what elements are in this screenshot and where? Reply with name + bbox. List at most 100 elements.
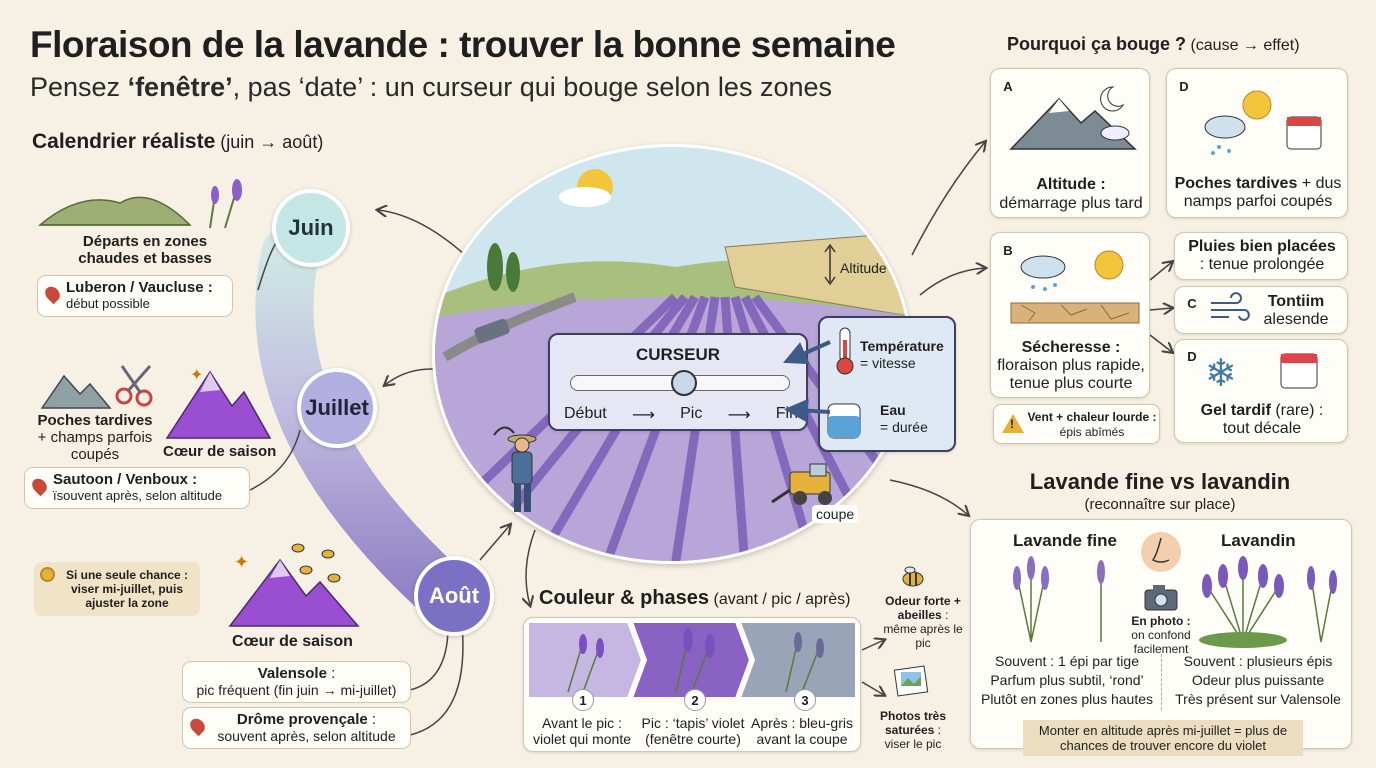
- aout-place1-sep: :: [326, 665, 336, 682]
- phase-3-text: Après : bleu-gris avant la coupe: [744, 715, 860, 747]
- phase-1-number: 1: [572, 689, 594, 711]
- rain-text: Pluies bien placées : tenue prolongée: [1175, 238, 1349, 274]
- juillet-note: ïsouvent après, selon altitude: [53, 488, 223, 503]
- temp-text: = vitesse: [860, 355, 916, 371]
- water-text: = durée: [880, 419, 928, 435]
- phase-1-text: Avant le pic : violet qui monte: [526, 715, 638, 747]
- photo-compare-text: En photo : on confond facilement: [1123, 614, 1199, 656]
- water-tank-icon: [827, 403, 861, 439]
- purple-mountain-icon: ✦: [165, 367, 272, 439]
- juillet-left-strong: Poches tardives: [37, 412, 153, 429]
- arrow-right-icon: ⟶: [727, 407, 751, 424]
- calendar-title: Calendrier réaliste (juin → août): [32, 130, 323, 154]
- cause-b-title: Sécheresse :: [1021, 339, 1121, 356]
- juillet-right-caption: Cœur de saison: [163, 443, 277, 460]
- cursor-handle[interactable]: [671, 370, 698, 396]
- weather-calendar-icon: [1204, 90, 1322, 155]
- phase-2-number: 2: [684, 689, 706, 711]
- cause-a-card: A Altitude : démarrage plus tard: [990, 68, 1150, 218]
- arrow-right-icon: ⟶: [631, 407, 655, 424]
- badge-d1: D: [1179, 78, 1189, 94]
- calendar-title-strong: Calendrier réaliste: [32, 130, 216, 153]
- lavender-sprig-icon: [209, 179, 242, 229]
- why-subtitle: (cause → effet): [1186, 37, 1300, 54]
- thermometer-icon: [836, 327, 854, 375]
- juin-caption: Départs en zones chaudes et basses: [78, 233, 212, 267]
- lavande-fine-icon: [1013, 556, 1105, 643]
- month-aout: Août: [414, 556, 494, 636]
- juin-place: Luberon / Vaucluse :: [66, 279, 213, 296]
- cause-a-text: Altitude : démarrage plus tard: [991, 175, 1151, 213]
- mountain-moon-icon: [1009, 86, 1137, 150]
- phase-2-line1: Pic : ‘tapis’ violet: [641, 715, 745, 731]
- aout-note2: souvent après, selon altitude: [217, 728, 396, 744]
- nose-icon: [1141, 532, 1181, 572]
- warning-text: Vent + chaleur lourde : épis abîmés: [1026, 410, 1158, 440]
- phase-2-text: Pic : ‘tapis’ violet (fenêtre courte): [632, 715, 754, 747]
- juillet-place: Sautoon / Venboux :: [53, 471, 198, 488]
- harvester-icon: [771, 463, 832, 505]
- fine-title: Lavande fine: [1013, 531, 1117, 550]
- hills-icon: [37, 196, 192, 226]
- mountain-icon: [40, 374, 112, 409]
- warning-title: Vent + chaleur lourde :: [1027, 410, 1157, 424]
- fine-line-2: Parfum plus subtil, ‘rond’: [990, 672, 1144, 688]
- farmer-icon: [493, 426, 537, 512]
- phases-title: Couleur & phases (avant / pic / après): [539, 587, 850, 610]
- cursor-label-pic: Pic: [680, 405, 703, 422]
- scissors-icon: [115, 365, 153, 407]
- why-title: Pourquoi ça bouge ? (cause → effet): [1007, 34, 1300, 55]
- cause-d2-text: Gel tardif (rare) : tout décale: [1175, 402, 1349, 438]
- cause-c-title: Tontiim: [1267, 293, 1325, 310]
- temp-title: Température: [860, 338, 944, 354]
- why-title-strong: Pourquoi ça bouge ?: [1007, 34, 1186, 54]
- cause-d2-desc: (rare) :: [1270, 402, 1324, 419]
- cause-c-card: C Tontiim alesende: [1174, 286, 1348, 334]
- photo-note-text: : viser le pic: [884, 723, 942, 751]
- photo-note: Photos très saturées : viser le pic: [874, 709, 952, 751]
- phase-3-line2: avant la coupe: [756, 731, 848, 747]
- month-juillet: Juillet: [297, 368, 377, 448]
- photo-note-strong: Photos très saturées: [879, 709, 946, 737]
- factors-panel: Température = vitesse Eau = durée: [818, 316, 956, 452]
- altitude-label: Altitude: [840, 260, 887, 276]
- svg-text:✦: ✦: [190, 367, 203, 384]
- phase-arrows: [527, 621, 857, 699]
- bees-note-text: : même après le pic: [883, 608, 963, 650]
- cause-a-title: Altitude :: [1036, 176, 1106, 193]
- cause-c-text: Tontiim alesende: [1251, 293, 1341, 329]
- page-title: Floraison de la lavande : trouver la bon…: [30, 24, 896, 65]
- cause-d2-desc2: tout décale: [1222, 420, 1302, 437]
- lavandin-line-2: Odeur plus puissante: [1191, 672, 1325, 688]
- cause-d1-title: Poches tardives: [1174, 175, 1298, 192]
- aout-place2: Drôme provençale: [236, 711, 368, 728]
- cause-d1-text: Poches tardives + dus namps parfoi coupé…: [1171, 175, 1345, 211]
- lavandin-title: Lavandin: [1221, 531, 1296, 550]
- photo-icon: [893, 665, 929, 697]
- tip-text: Si une seule chance : viser mi-juillet, …: [65, 568, 189, 610]
- badge-d2: D: [1187, 348, 1197, 364]
- compare-divider: [1161, 654, 1162, 710]
- aout-place1-line: Valensole :: [189, 666, 404, 682]
- coupe-label: coupe: [812, 505, 859, 523]
- camera-icon: [1144, 585, 1178, 611]
- water-label: Eau = durée: [880, 402, 928, 436]
- lavandin-line-1: Souvent : plusieurs épis: [1183, 653, 1333, 669]
- warning-icon: [1002, 414, 1024, 433]
- compare-banner: Monter en altitude après mi-juillet = pl…: [1023, 720, 1303, 756]
- badge-a: A: [1003, 78, 1013, 94]
- cause-d2-title: Gel tardif: [1200, 402, 1271, 419]
- aout-place2-sep: :: [367, 711, 377, 728]
- month-juin: Juin: [272, 189, 350, 267]
- fine-lines: Souvent : 1 épi par tige Parfum plus sub…: [975, 652, 1159, 709]
- bee-icon: [902, 566, 924, 587]
- aout-note1: pic fréquent (fin juin → mi-juillet): [196, 682, 397, 698]
- photo-compare-title: En photo :: [1131, 614, 1191, 628]
- juillet-place-card: Sautoon / Venboux : ïsouvent après, selo…: [24, 467, 250, 509]
- aout-caption: Cœur de saison: [232, 633, 353, 650]
- warning-desc: épis abîmés: [1059, 425, 1125, 439]
- location-pin-icon: [187, 715, 208, 737]
- phases-card: 1 2 3 Avant le pic : violet qui monte Pi…: [523, 617, 861, 752]
- rain-desc: : tenue prolongée: [1199, 256, 1325, 273]
- juillet-left-caption: Poches tardives + champs parfois coupés: [25, 412, 165, 463]
